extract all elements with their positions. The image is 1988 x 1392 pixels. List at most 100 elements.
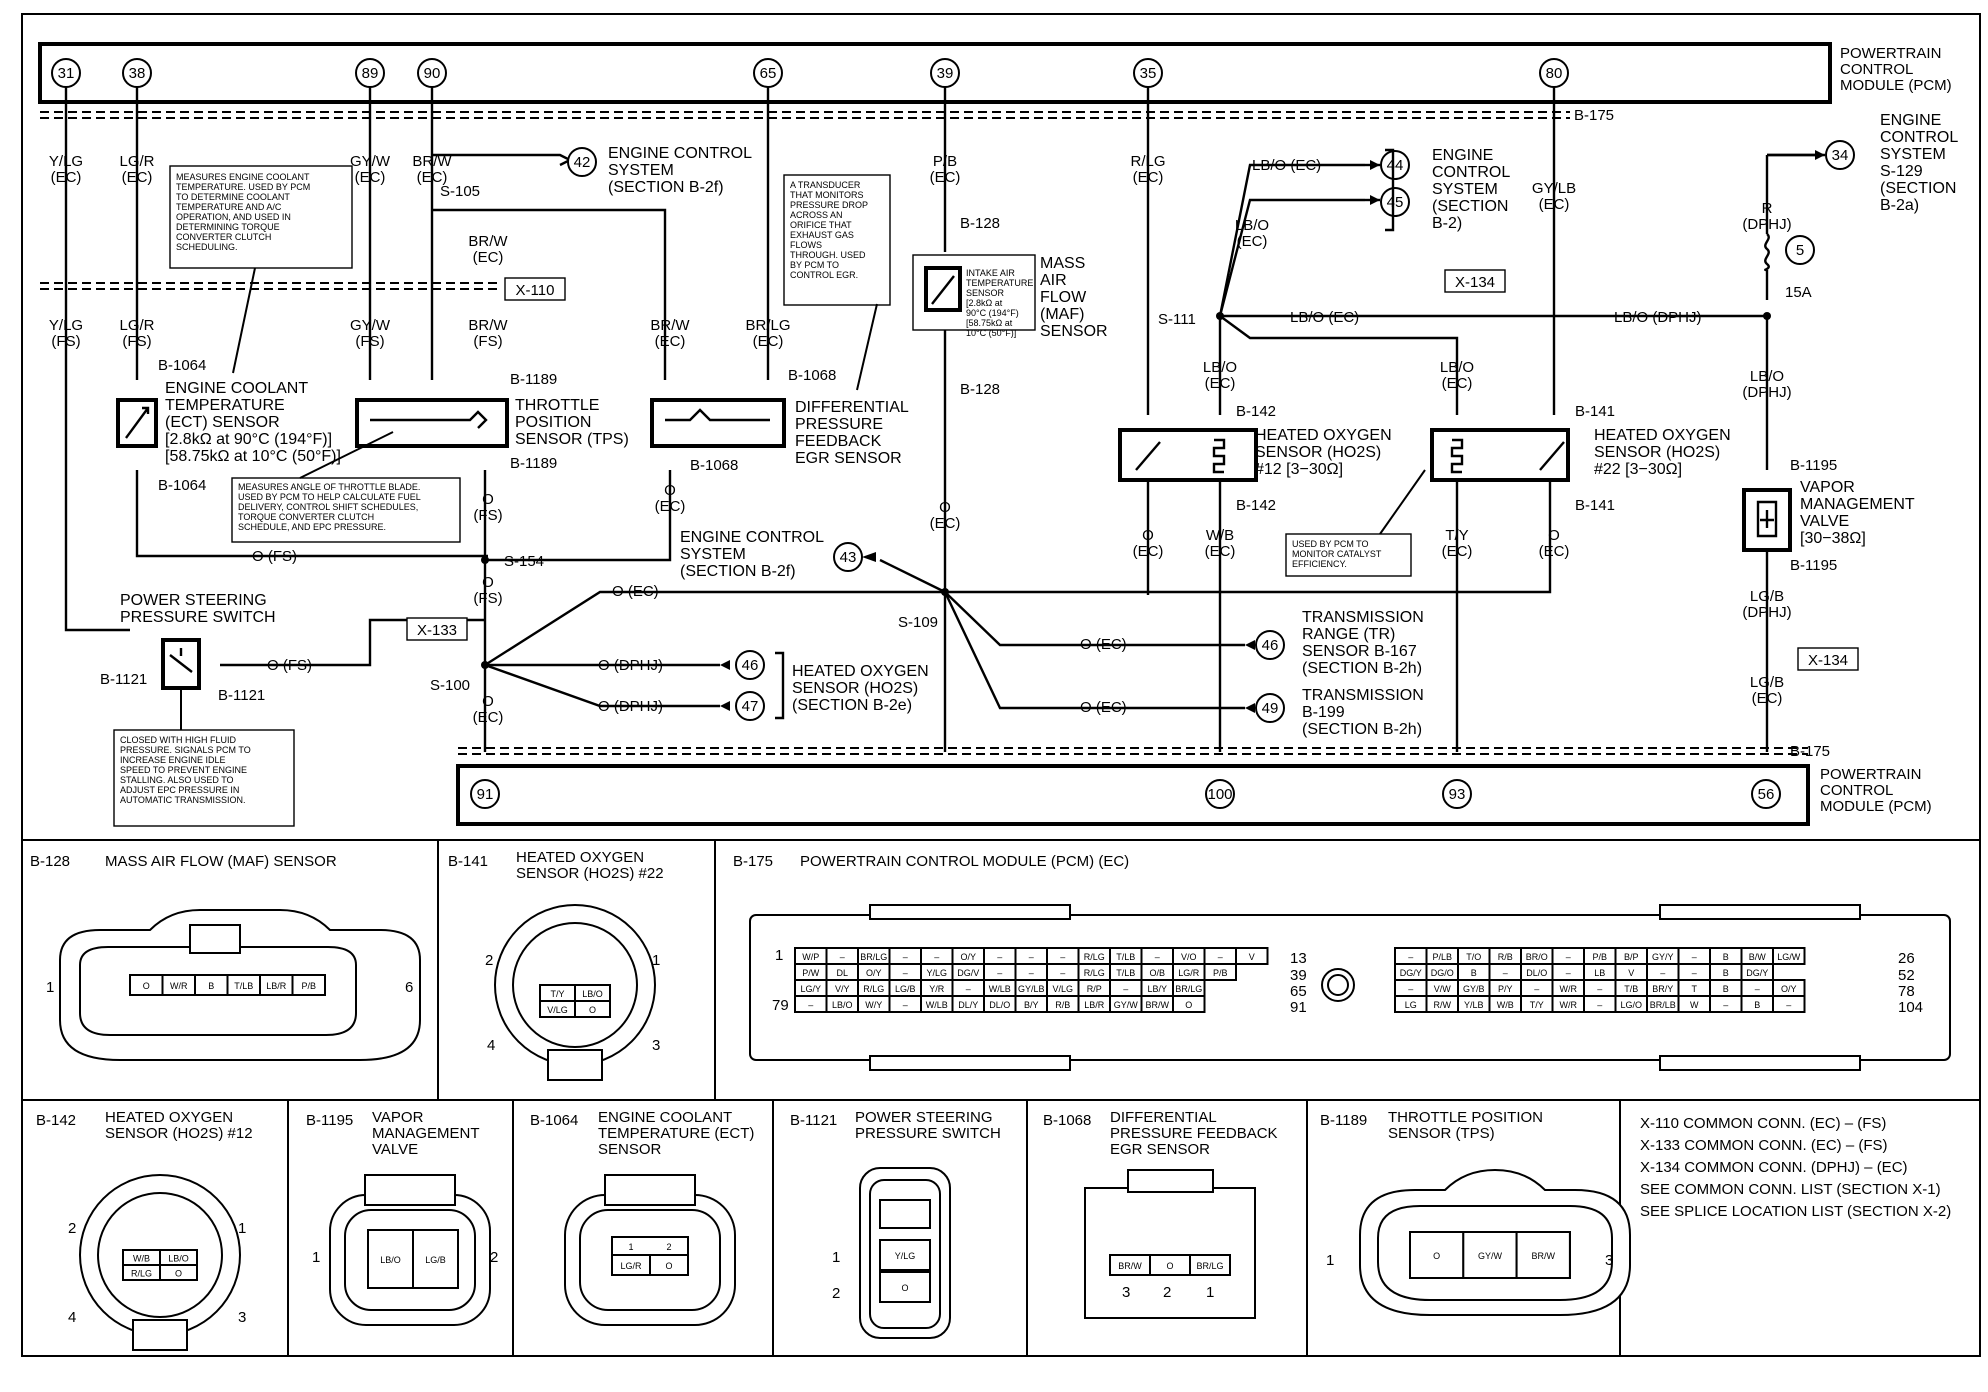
cavity-label: LG/O — [1620, 1000, 1642, 1010]
cavity-label: Y/R — [929, 984, 945, 994]
view-pin: 3 — [1605, 1252, 1613, 1269]
cavity-label: B — [1471, 968, 1477, 978]
b1121-cavities: Y/LGO — [879, 1239, 931, 1303]
cavity-label: O/Y — [960, 952, 976, 962]
view-pin: 4 — [68, 1309, 76, 1326]
cavity-label: B/P — [1624, 952, 1639, 962]
wire-label: LG/R(EC) — [119, 153, 154, 186]
wire-label: 15A — [1785, 284, 1812, 301]
view-title: MASS AIR FLOW (MAF) SENSOR — [105, 853, 337, 870]
ref-num: 34 — [1832, 147, 1849, 164]
view-pin: 104 — [1898, 999, 1923, 1016]
cavity-label: V/Y — [835, 984, 850, 994]
x133-box — [406, 617, 468, 641]
view-pin: 6 — [405, 979, 413, 996]
cavity-label: DL/Y — [958, 1000, 978, 1010]
ref-num: 46 — [742, 657, 759, 674]
tps-note: MEASURES ANGLE OF THROTTLE BLADE.USED BY… — [238, 482, 421, 532]
ref-num: 45 — [1387, 194, 1404, 211]
wire-label: W/B(EC) — [1205, 527, 1236, 560]
cavity-label: – — [840, 952, 845, 962]
wire-label: O (EC) — [612, 583, 659, 600]
view-pin: 2 — [832, 1285, 840, 1302]
pcm-top-pins: 31 38 89 90 65 39 35 80 — [51, 58, 1569, 88]
wire-label: O (FS) — [252, 548, 297, 565]
wire-labels: Y/LG(EC) LG/R(EC) GY/W(EC) BR/W(EC) P/B(… — [49, 153, 1812, 726]
view-pin: 2 — [666, 1242, 671, 1252]
wire-label: LB/O(EC) — [1203, 359, 1237, 392]
splice-s111: S-111 — [1158, 311, 1196, 328]
tps-note-box — [231, 477, 461, 543]
fuse-icon — [1764, 233, 1770, 272]
wire-label: O(EC) — [473, 693, 504, 726]
egr-note-leader — [856, 303, 878, 391]
wire-label: GY/W(EC) — [350, 153, 391, 186]
cavity-label: W/LB — [926, 1000, 948, 1010]
x133-label: X-133 — [417, 622, 457, 639]
view-pin: 3 — [652, 1037, 660, 1054]
wire-label: LG/B(EC) — [1750, 674, 1784, 707]
pin-label: 65 — [760, 65, 777, 82]
wire-label: R(DPHJ) — [1742, 200, 1791, 233]
cavity-label: – — [1534, 984, 1539, 994]
ho2s-note-box — [1285, 533, 1412, 577]
cavity-label: GY/W — [1478, 1251, 1503, 1261]
cavity — [291, 974, 326, 996]
cavity-label: V/W — [1434, 984, 1452, 994]
wire-label: T/Y(EC) — [1442, 527, 1473, 560]
wire-label: LB/O (DPHJ) — [1614, 309, 1702, 326]
pin-label: 39 — [937, 65, 954, 82]
cavity-label: B/W — [1749, 952, 1767, 962]
view-pin: 39 — [1290, 967, 1307, 984]
ref-num: 47 — [742, 698, 759, 715]
view-pin: 1 — [775, 947, 783, 964]
view-pin: 3 — [238, 1309, 246, 1326]
cavity-label: T — [1692, 984, 1698, 994]
ect-note-box — [169, 165, 353, 269]
ref-num: 42 — [574, 154, 591, 171]
legend-line: SEE COMMON CONN. LIST (SECTION X-1) — [1640, 1181, 1941, 1198]
ref-b142-bottom: B-142 — [1236, 497, 1276, 514]
cavity-label: O — [1433, 1251, 1440, 1261]
cavity-label: O — [175, 1269, 182, 1279]
egr-sensor-symbol — [650, 398, 786, 448]
wire-label: O (DPHJ) — [598, 698, 663, 715]
cavity-label: – — [1408, 984, 1413, 994]
wire-label: R/LG(EC) — [1130, 153, 1165, 186]
ref-b142-top: B-142 — [1236, 403, 1276, 420]
maf-variable-icon — [931, 275, 955, 305]
cavity-label: O/Y — [866, 968, 882, 978]
cavity-label: V/LG — [1052, 984, 1073, 994]
cavity-label: W/LB — [989, 984, 1011, 994]
splice-s154: S-154 — [504, 553, 544, 570]
cavity-label: LB/Y — [1147, 984, 1167, 994]
wire-label: Y/LG(FS) — [49, 317, 83, 350]
pin-label: 100 — [1207, 786, 1232, 803]
wire-label: O(EC) — [655, 482, 686, 515]
ref-b1064-bottom: B-1064 — [158, 477, 206, 494]
cavity-label: Y/LB — [1464, 1000, 1484, 1010]
view-pin: 1 — [238, 1220, 246, 1237]
cavity-label: DG/Y — [1746, 968, 1768, 978]
cavity — [879, 1271, 931, 1303]
cavity-label: W/R — [170, 981, 188, 991]
cavity-label: BR/LG — [860, 952, 887, 962]
cavity-label: – — [1503, 968, 1508, 978]
cavity-label: LB/O — [582, 989, 603, 999]
cavity-label: LB/O — [380, 1255, 401, 1265]
ref-b128-bottom: B-128 — [960, 381, 1000, 398]
cavity-label: GY/Y — [1652, 952, 1674, 962]
cavity-label: B — [1754, 1000, 1760, 1010]
cavity-label: O — [1166, 1261, 1173, 1271]
wires — [64, 87, 1820, 752]
